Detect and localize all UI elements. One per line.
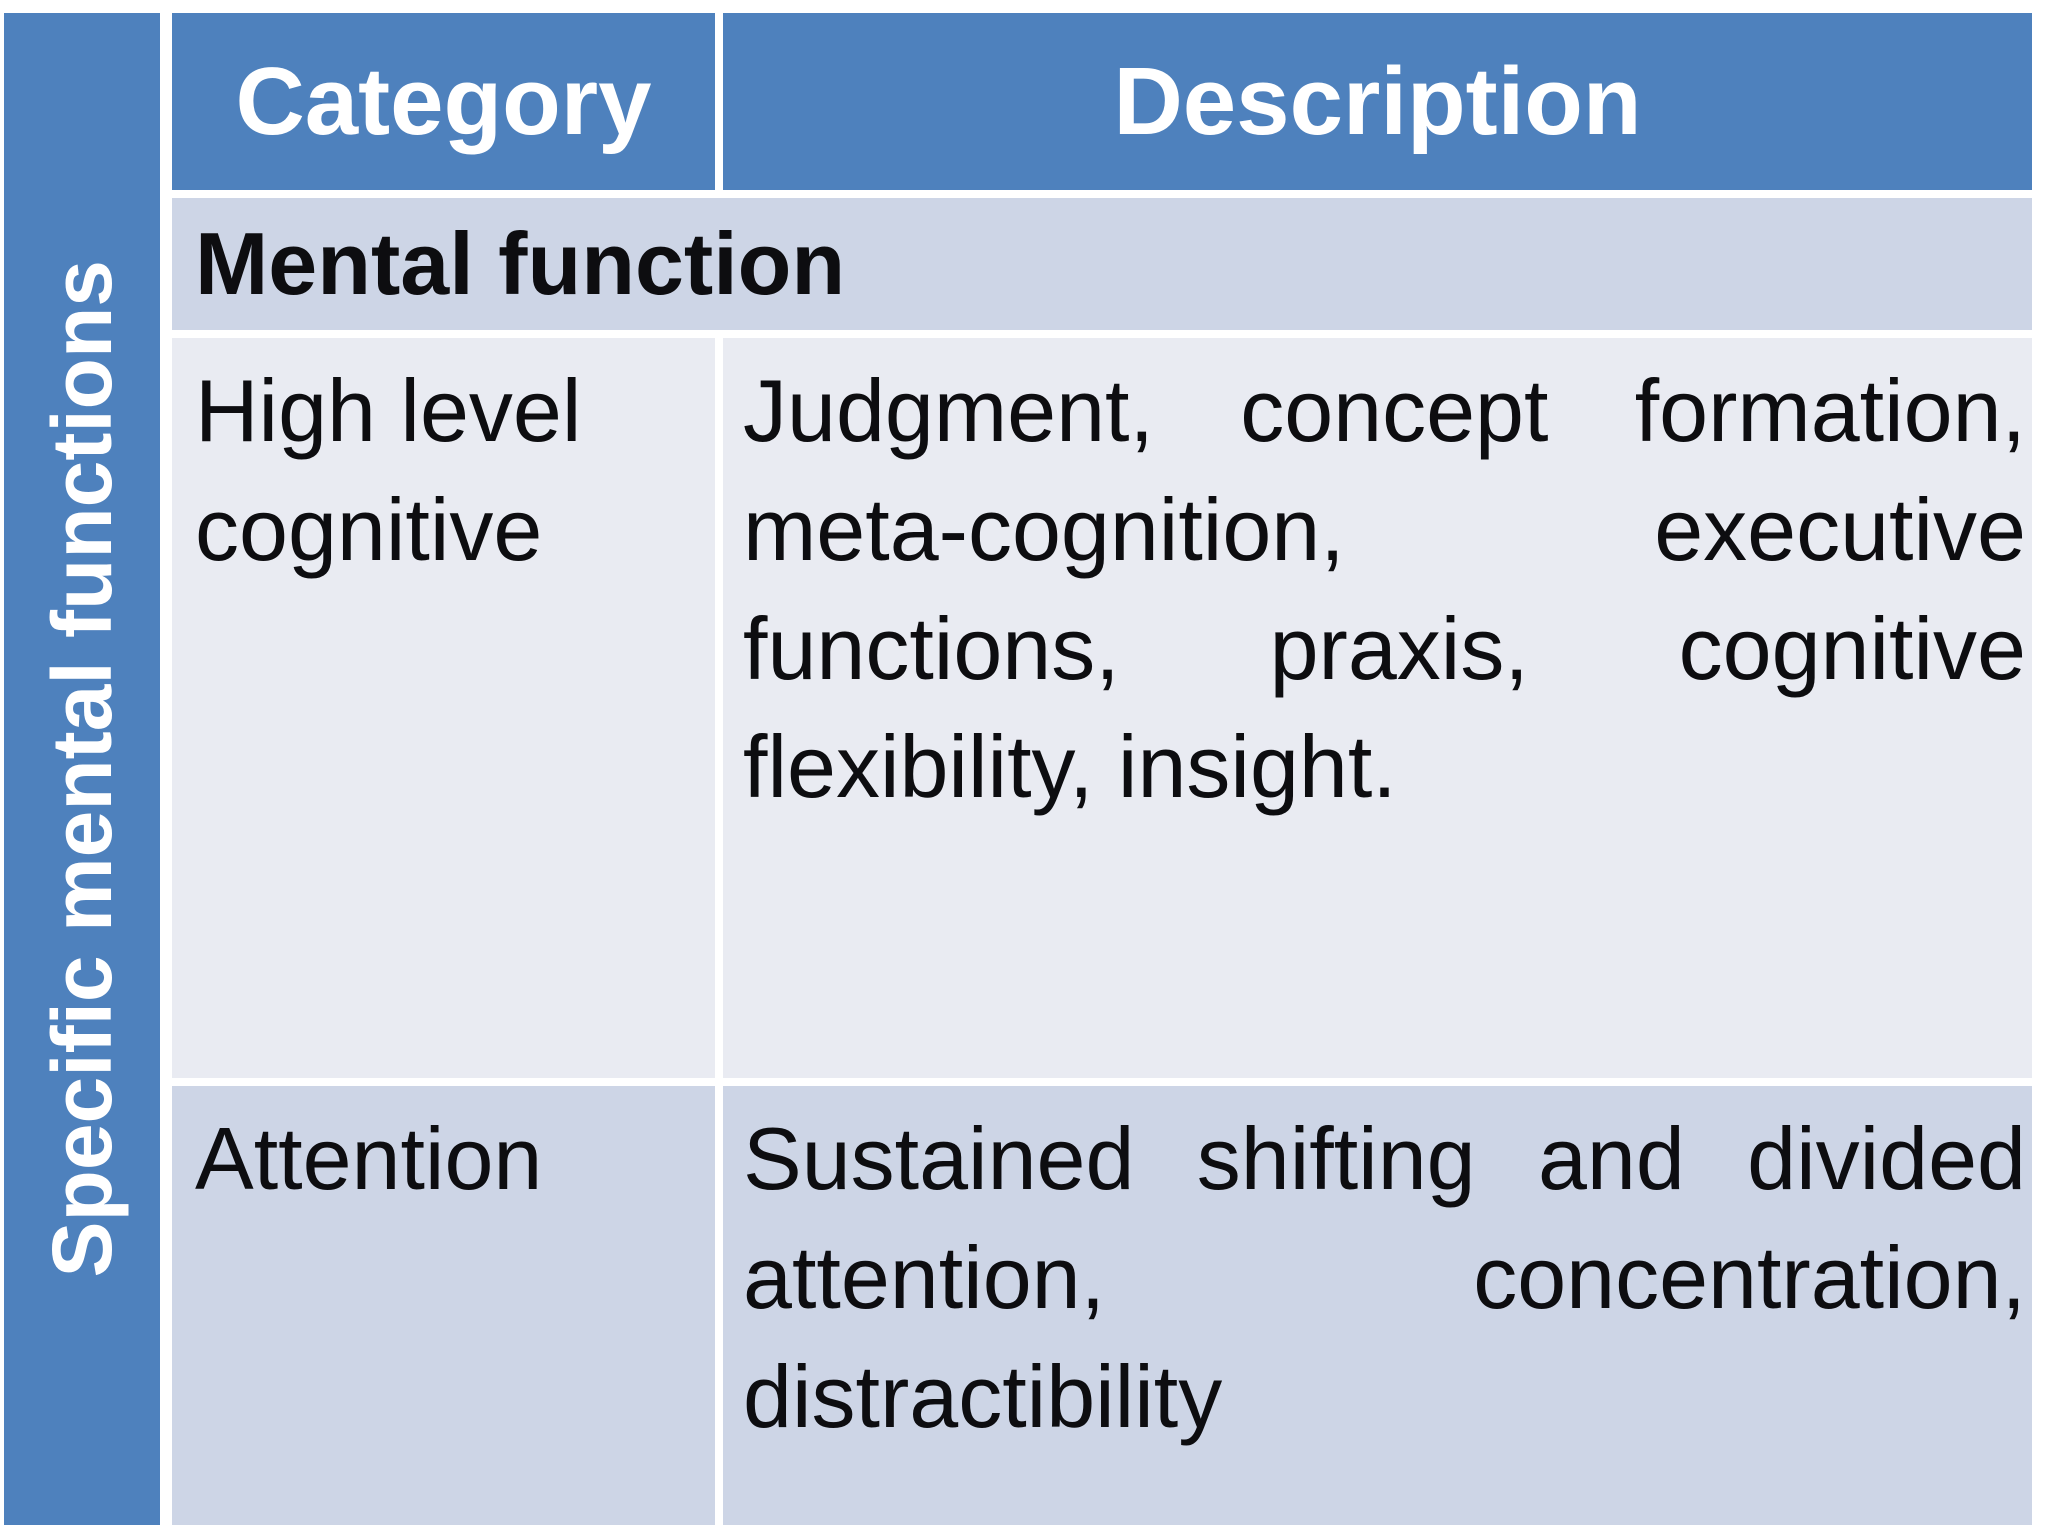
table-cell-category-high-level-cognitive: High level cognitive <box>172 338 715 1078</box>
section-row-mental-function: Mental function <box>172 198 2032 330</box>
column-header-category: Category <box>172 13 715 190</box>
row-group-banner: Specific mental functions <box>4 13 160 1525</box>
table-cell-category-attention: Attention <box>172 1086 715 1525</box>
table-cell-description-high-level-cognitive: Judgment, concept formation, meta-cognit… <box>723 338 2032 1078</box>
row-group-banner-label: Specific mental functions <box>34 260 129 1278</box>
column-header-description: Description <box>723 13 2032 190</box>
table-cell-description-attention: Sustained shifting and divided attention… <box>723 1086 2032 1525</box>
